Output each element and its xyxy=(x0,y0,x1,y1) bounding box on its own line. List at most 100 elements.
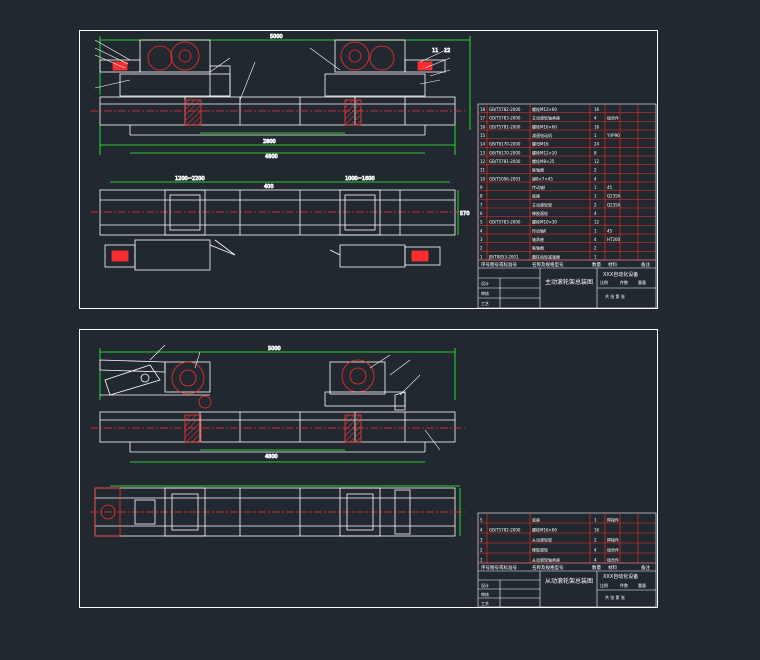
bottom-sign-1: 审核 xyxy=(481,591,489,597)
bom-cell-no: 2 xyxy=(480,547,483,552)
bottom-scale-label: 比例 xyxy=(600,582,608,588)
top-sign-2: 工艺 xyxy=(481,301,489,306)
bom-cell-mat: 焊接件 xyxy=(607,536,619,542)
top-plan-view: 1200~2200 400 1000~1800 570 xyxy=(90,176,470,271)
b-col-name: 名称及规格型号 xyxy=(532,564,564,571)
dim-span-top: 5000 xyxy=(270,34,283,40)
bom-cell-no: 8 xyxy=(480,194,483,199)
bom-cell-no: 1 xyxy=(480,254,483,259)
b-col-code: 图号或标准号 xyxy=(490,564,517,571)
top-company: XXX自动化设备 xyxy=(603,271,638,278)
bom-cell-qty: 16 xyxy=(594,107,600,112)
dim-plan-mid: 400 xyxy=(264,184,274,190)
bom-cell-name: 螺栓M8×25 xyxy=(532,158,555,164)
bom-cell-qty: 1 xyxy=(594,185,597,190)
bom-cell-qty: 2 xyxy=(594,246,597,251)
bom-cell-qty: 24 xyxy=(594,142,600,147)
bom-cell-name: 底座 xyxy=(532,516,540,522)
label-right-12: 12 xyxy=(444,48,450,54)
top-sheet-label: 共 张 第 张 xyxy=(605,293,625,299)
bom-cell-name: 从动滚轮轴承座 xyxy=(532,556,560,562)
bom-cell-no: 11 xyxy=(480,168,486,173)
top-scale-label: 比例 xyxy=(600,279,608,285)
bom-cell-code: GB/T5782-2000 xyxy=(489,527,521,532)
bom-cell-mat: 组合件 xyxy=(607,546,619,552)
bom-cell-name: 轴承座 xyxy=(532,236,544,242)
b-col-qty: 数量 xyxy=(592,564,601,571)
bom-cell-mat: 45 xyxy=(607,185,613,190)
sheet-bottom-border xyxy=(79,329,658,608)
bom-cell-mat: 组合件 xyxy=(607,556,619,562)
bom-cell-no: 14 xyxy=(480,142,486,147)
bottom-bom-table xyxy=(477,512,657,608)
bom-cell-qty: 1 xyxy=(594,228,597,233)
bom-cell-name: 螺栓M16×60 xyxy=(532,526,557,532)
bom-cell-mat: Q235A xyxy=(607,202,621,207)
label-right-11: 11 xyxy=(432,48,438,54)
dim-plan-height: 570 xyxy=(460,211,470,217)
bom-cell-qty: 8 xyxy=(594,150,597,155)
bom-cell-name: 传动轴II xyxy=(532,227,546,233)
sheet-bottom: 5000 xyxy=(79,329,658,608)
bom-cell-mat: 45 xyxy=(607,228,613,233)
bom-cell-qty: 12 xyxy=(594,159,600,164)
bom-cell-qty: 4 xyxy=(594,211,597,216)
col-code: 图号或标准号 xyxy=(490,261,517,268)
bom-cell-mat: 焊接件 xyxy=(607,516,619,522)
bom-cell-no: 13 xyxy=(480,150,486,155)
bom-cell-qty: 4 xyxy=(594,237,597,242)
top-sign-1: 审核 xyxy=(481,290,489,296)
bom-cell-no: 16 xyxy=(480,124,486,129)
bom-cell-code: GB/T1096-2003 xyxy=(489,176,521,181)
bom-cell-qty: 4 xyxy=(594,547,597,552)
bom-cell-name: 主动滚轮轴承座 xyxy=(532,115,560,121)
sheet-top-border xyxy=(79,30,658,309)
col-qty: 数量 xyxy=(592,261,601,268)
bom-cell-name: 主动滚轮架 xyxy=(532,201,552,207)
bom-cell-name: 螺栓M10×30 xyxy=(532,219,557,225)
bom-cell-no: 3 xyxy=(480,537,483,542)
bom-cell-qty: 1 xyxy=(594,133,597,138)
bom-cell-qty: 2 xyxy=(594,168,597,173)
bottom-qty-label: 件数 xyxy=(620,582,628,588)
bom-cell-qty: 2 xyxy=(594,202,597,207)
b-col-note: 备注 xyxy=(641,564,650,571)
col-no: 序号 xyxy=(481,261,490,268)
bom-cell-qty: 2 xyxy=(594,537,597,542)
top-front-view: 5000 xyxy=(90,34,471,160)
bom-cell-no: 7 xyxy=(480,202,483,207)
bom-cell-qty: 4 xyxy=(594,557,597,562)
bottom-front-view: 5000 xyxy=(90,344,465,463)
bom-cell-name: 螺栓M16×60 xyxy=(532,123,557,129)
bom-cell-name: 橡胶滚轮 xyxy=(532,546,548,552)
bom-cell-name: 圆柱齿轮减速器 xyxy=(532,253,560,259)
dim-b-span-top: 5000 xyxy=(268,346,281,352)
bom-cell-name: 联轴器 xyxy=(532,245,544,251)
bom-cell-mat: YVP90 xyxy=(606,133,620,138)
col-mat: 材料 xyxy=(608,261,617,268)
bottom-sign-2: 工艺 xyxy=(481,601,489,606)
b-col-mat: 材料 xyxy=(608,564,617,571)
dim-b-span-bottom: 4800 xyxy=(265,454,278,460)
bom-cell-code: GB/T6170-2000 xyxy=(489,150,521,155)
bom-cell-no: 4 xyxy=(480,228,483,233)
bom-cell-no: 1 xyxy=(480,557,483,562)
bom-cell-qty: 4 xyxy=(594,176,597,181)
bottom-company: XXX自动化设备 xyxy=(603,573,638,580)
bom-cell-mat: HT200 xyxy=(607,237,621,242)
bom-cell-qty: 1 xyxy=(594,517,597,522)
bom-cell-code: GB/T5781-2000 xyxy=(489,159,521,164)
bom-cell-no: 5 xyxy=(480,517,483,522)
bottom-sign-0: 设计 xyxy=(481,582,489,588)
bom-cell-no: 4 xyxy=(480,527,483,532)
bottom-sheet-label: 共 张 第 张 xyxy=(605,594,625,600)
col-name: 名称及规格型号 xyxy=(532,261,564,268)
bom-cell-name: 联轴器 xyxy=(532,167,544,173)
top-drawing-title: 主动滚轮架总装图 xyxy=(545,278,593,286)
bom-cell-code: GB/T5783-2000 xyxy=(489,116,521,121)
top-sign-0: 设计 xyxy=(481,280,489,286)
bom-cell-no: 5 xyxy=(480,220,483,225)
